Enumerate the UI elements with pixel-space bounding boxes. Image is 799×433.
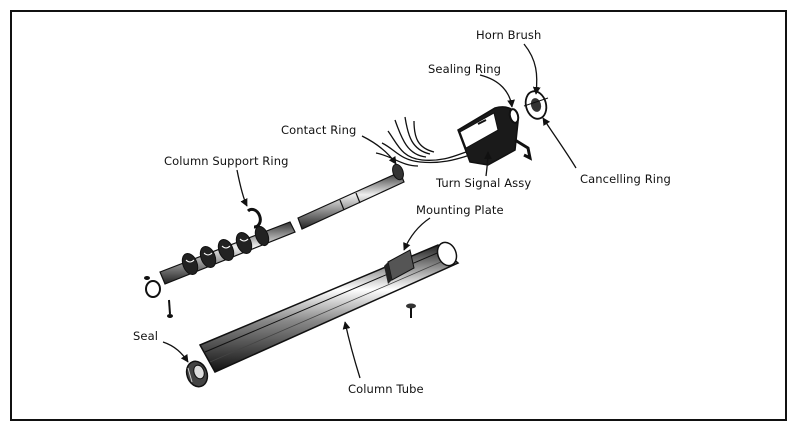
- label-column-tube: Column Tube: [348, 382, 424, 396]
- lower-end-parts: [144, 276, 173, 318]
- label-seal: Seal: [133, 329, 159, 343]
- seal-part: [185, 360, 209, 388]
- label-cancelling-ring: Cancelling Ring: [580, 172, 671, 186]
- label-sealing-ring: Sealing Ring: [428, 62, 502, 76]
- label-turn-signal-assy: Turn Signal Assy: [436, 176, 532, 190]
- label-column-support-ring: Column Support Ring: [164, 154, 289, 168]
- screw-part: [406, 303, 416, 318]
- turn-signal-assy-part: [457, 106, 533, 166]
- lower-shaft-part: [159, 221, 296, 285]
- diagram-frame: [10, 10, 787, 421]
- label-contact-ring: Contact Ring: [281, 123, 357, 137]
- mounting-plate-part: [384, 249, 415, 284]
- column-tube-part: [198, 241, 460, 373]
- label-horn-brush: Horn Brush: [476, 28, 542, 42]
- label-mounting-plate: Mounting Plate: [416, 203, 504, 217]
- leader-arrows: [162, 43, 577, 379]
- sealing-ring-part: [508, 108, 520, 124]
- upper-shaft-part: [297, 171, 405, 230]
- cancelling-ring-part: [523, 90, 549, 120]
- turn-signal-wires: [375, 116, 473, 167]
- column-support-ring-part: [246, 207, 262, 229]
